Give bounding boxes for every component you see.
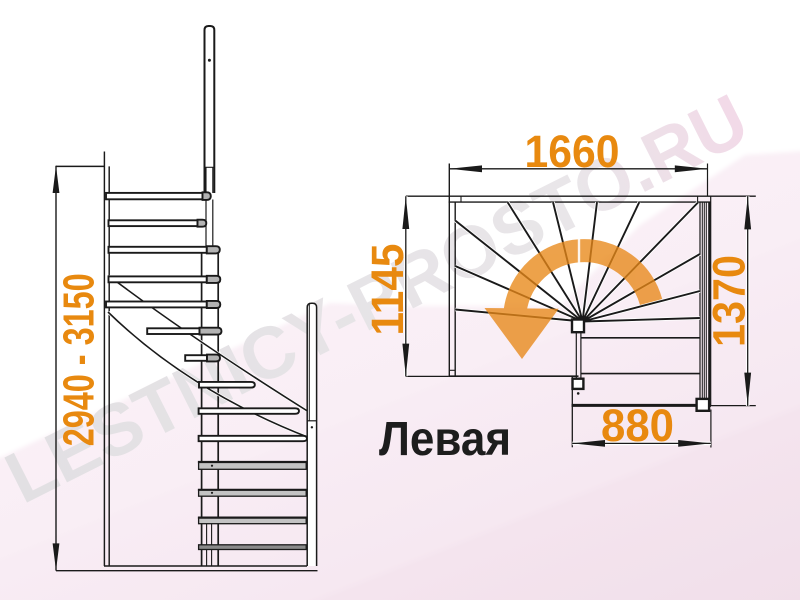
svg-text:1660: 1660 xyxy=(525,126,620,177)
svg-text:1145: 1145 xyxy=(362,244,413,336)
svg-text:880: 880 xyxy=(601,400,674,451)
svg-text:1370: 1370 xyxy=(704,255,755,347)
svg-text:2940 - 3150: 2940 - 3150 xyxy=(55,273,104,446)
svg-text:Левая: Левая xyxy=(379,413,511,466)
